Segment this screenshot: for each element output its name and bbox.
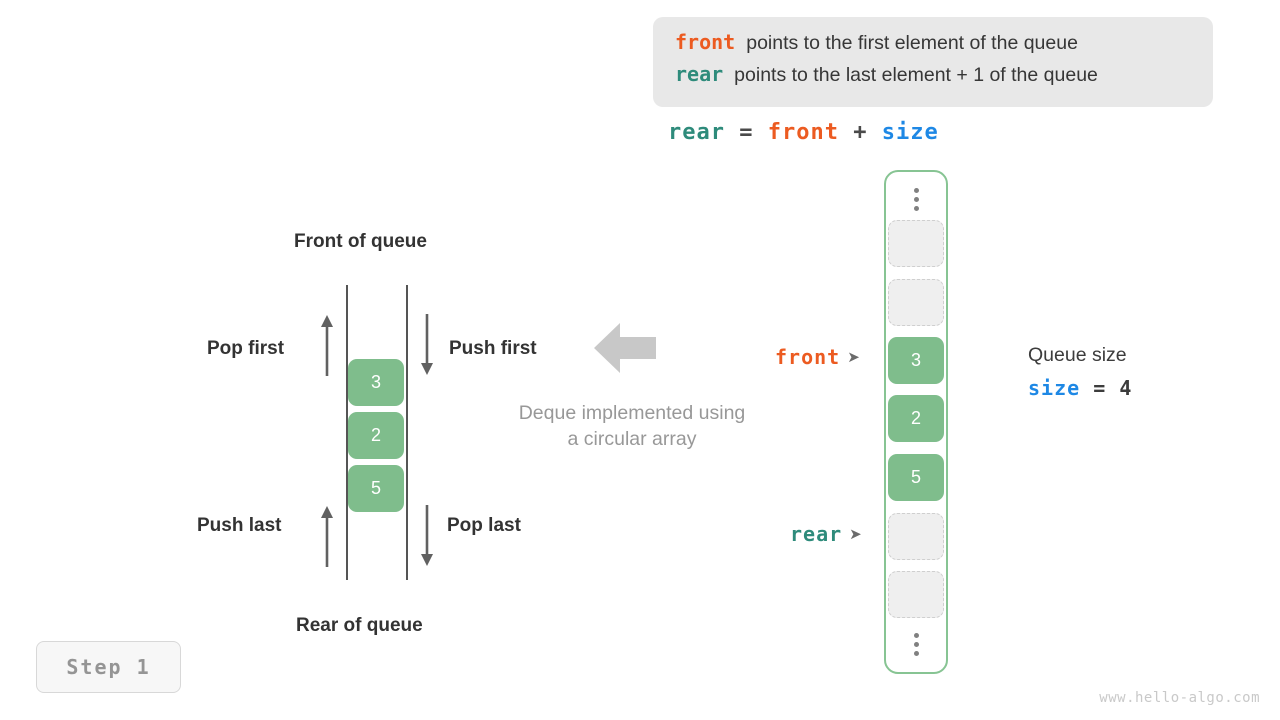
vertical-ellipsis-icon-bottom: [886, 633, 946, 656]
arrow-down-pop-last: [417, 505, 437, 567]
legend-row-rear: rear points to the last element + 1 of t…: [675, 62, 1213, 94]
vertical-ellipsis-icon-top: [886, 188, 946, 211]
rear-pointer-label: rear ➤: [790, 522, 863, 546]
legend-description-front: points to the first element of the queue: [746, 32, 1078, 54]
front-of-queue-label: Front of queue: [294, 231, 427, 252]
deque-element-value: 2: [370, 425, 381, 445]
array-slot-value: 3: [910, 350, 921, 370]
step-badge: Step 1: [36, 641, 181, 693]
array-slot-value: 2: [910, 408, 921, 428]
step-badge-label: Step 1: [66, 655, 151, 679]
triangle-right-icon: ➤: [847, 348, 861, 366]
deque-guide-line-left: [346, 285, 348, 580]
queue-size-expression: size = 4: [1028, 376, 1132, 400]
array-slot-filled: 2: [888, 395, 944, 442]
formula-plus: +: [853, 120, 868, 145]
formula-operand-size: size: [881, 120, 939, 145]
push-last-label: Push last: [197, 515, 282, 536]
array-slot-value: 5: [910, 467, 921, 487]
formula-operand-front: front: [767, 120, 839, 145]
legend-row-front: front points to the first element of the…: [675, 30, 1213, 62]
pop-first-label: Pop first: [207, 338, 285, 359]
diagram-caption: Deque implemented using a circular array: [494, 400, 770, 452]
legend-description-rear: points to the last element + 1 of the qu…: [734, 64, 1098, 86]
queue-size-annotation: Queue size size = 4: [1028, 344, 1132, 400]
size-value: 4: [1119, 376, 1133, 400]
deque-element: 2: [348, 412, 404, 459]
queue-size-title: Queue size: [1028, 344, 1127, 366]
legend-keyword-rear: rear: [675, 62, 724, 86]
deque-guide-line-right: [406, 285, 408, 580]
pointer-legend-box: front points to the first element of the…: [653, 17, 1213, 107]
push-first-label: Push first: [449, 338, 537, 359]
size-equals: =: [1093, 376, 1107, 400]
rear-formula: rear = front + size: [668, 120, 939, 145]
arrow-up-pop-first: [317, 314, 337, 376]
circular-array-frame: 3 2 5: [884, 170, 948, 674]
size-keyword: size: [1028, 376, 1081, 400]
array-slot-filled: 5: [888, 454, 944, 501]
formula-lhs: rear: [668, 120, 725, 145]
array-slot-empty: [888, 513, 944, 560]
legend-keyword-front: front: [675, 30, 736, 54]
arrow-left-implementation-icon: [594, 322, 656, 379]
triangle-right-icon: ➤: [849, 525, 863, 543]
formula-equals: =: [739, 120, 754, 145]
array-slot-empty: [888, 220, 944, 267]
front-pointer-text: front: [775, 345, 841, 369]
deque-element-value: 5: [370, 478, 381, 498]
array-slot-empty: [888, 279, 944, 326]
array-slot-filled: 3: [888, 337, 944, 384]
deque-element-value: 3: [370, 372, 381, 392]
caption-line-2: a circular array: [567, 428, 697, 450]
pop-last-label: Pop last: [447, 515, 521, 536]
rear-of-queue-label: Rear of queue: [296, 615, 423, 636]
array-slot-empty: [888, 571, 944, 618]
arrow-up-push-last: [317, 505, 337, 567]
deque-element: 3: [348, 359, 404, 406]
caption-line-1: Deque implemented using: [518, 402, 746, 424]
front-pointer-label: front ➤: [775, 345, 861, 369]
deque-element: 5: [348, 465, 404, 512]
rear-pointer-text: rear: [790, 522, 843, 546]
arrow-down-push-first: [417, 314, 437, 376]
site-watermark: www.hello-algo.com: [1099, 690, 1260, 706]
